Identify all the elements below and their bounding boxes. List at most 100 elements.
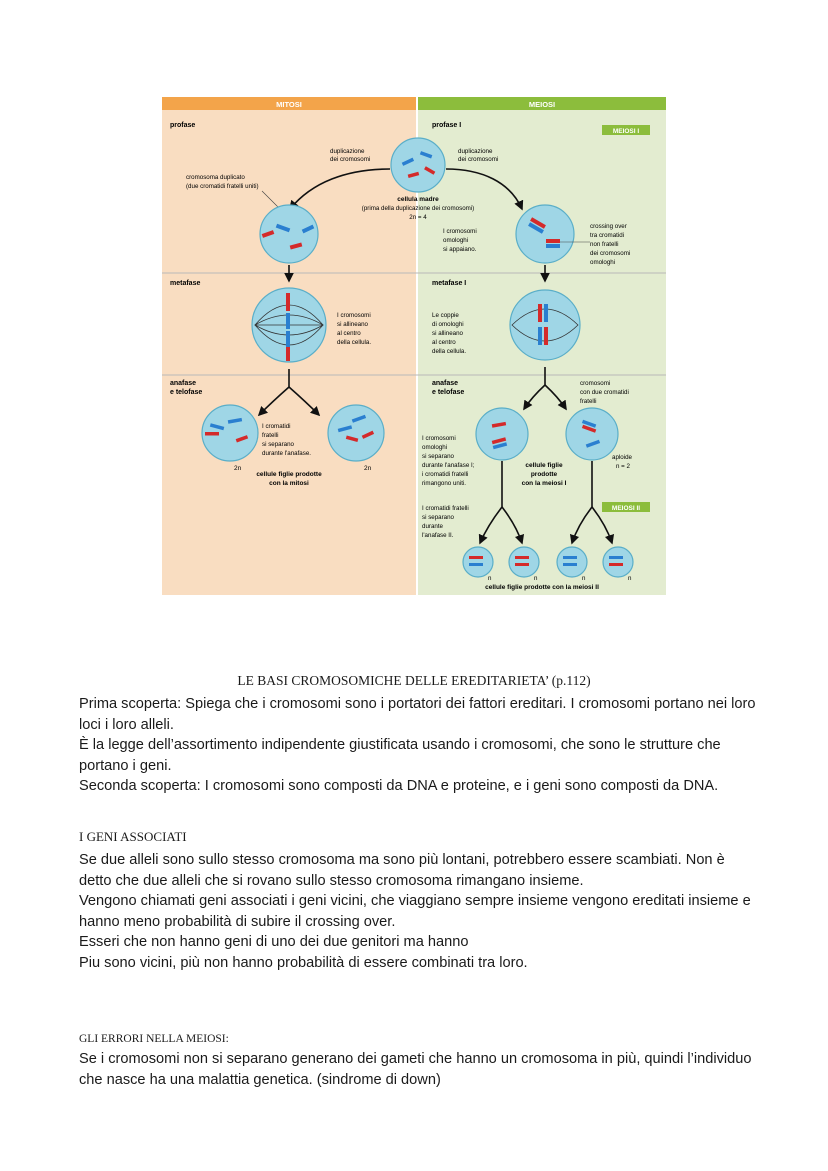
label: della cellula.: [337, 339, 371, 346]
chromosome: [205, 432, 219, 436]
chromosome: [546, 239, 560, 243]
chromosome: [401, 157, 415, 166]
label: omologhi: [590, 259, 615, 266]
arrow: [257, 369, 290, 417]
label: n = 2: [616, 463, 630, 470]
daughter-cell: [201, 404, 259, 462]
ploidy-label: n: [628, 575, 632, 582]
arrow: [591, 506, 615, 545]
label: al centro: [432, 339, 456, 346]
phase-label: anafase: [170, 380, 196, 387]
chromosome: [286, 293, 290, 311]
label: si allineano: [337, 321, 369, 328]
label: l'anafase II.: [422, 532, 454, 539]
meiosi-header: MEIOSI: [529, 100, 555, 109]
cell: [259, 204, 319, 264]
arrow: [288, 386, 321, 417]
label: dei cromosomi: [330, 156, 370, 163]
label: si appaiano.: [443, 246, 477, 253]
phase-label: anafase: [432, 380, 458, 387]
caption: prodotte: [531, 471, 558, 478]
meiosi2-badge: [602, 502, 650, 512]
chromosome: [563, 556, 577, 559]
arrow: [288, 168, 391, 211]
paragraph: Vengono chiamati geni associati i geni v…: [79, 893, 751, 930]
label: i cromatidi fratelli: [422, 471, 468, 478]
phase-label: metafase: [170, 280, 200, 287]
label: I cromosomi: [422, 435, 456, 442]
chromosome: [546, 244, 560, 248]
caption: con la mitosi: [269, 480, 309, 487]
chromosome: [289, 242, 303, 250]
caption: cellule figlie prodotte: [256, 471, 322, 478]
chromosome: [544, 327, 548, 345]
mother-cell-note: (prima della duplicazione dei cromosomi): [362, 205, 474, 212]
label: di omologhi: [432, 321, 464, 328]
caption: cellule figlie: [525, 462, 563, 469]
chromosome: [492, 442, 508, 450]
chromosome: [351, 414, 367, 423]
paragraph: Prima scoperta: Spiega che i cromosomi s…: [79, 696, 756, 733]
chromosome: [469, 563, 483, 566]
ploidy-label: n: [488, 575, 492, 582]
label: rimangono uniti.: [422, 480, 466, 487]
mother-cell-label: cellula madre: [397, 196, 439, 203]
meiosi1-badge: [602, 125, 650, 135]
label: al centro: [337, 330, 361, 337]
label: non fratelli: [590, 241, 619, 248]
label: durante: [422, 523, 444, 530]
paragraph: È la legge dell’assortimento indipendent…: [79, 737, 721, 774]
chromosome: [538, 304, 542, 322]
paragraph: Se i cromosomi non si separano generano …: [79, 1051, 752, 1088]
cell: [515, 204, 575, 264]
label: crossing over: [590, 223, 627, 230]
label: (due cromatidi fratelli uniti): [186, 183, 259, 190]
daughter-cell: [565, 407, 619, 461]
label: con due cromatidi: [580, 389, 629, 396]
chromosome: [609, 556, 623, 559]
chromosome: [424, 166, 436, 175]
label: fratelli: [262, 432, 279, 439]
phase-label: metafase I: [432, 280, 466, 287]
section-heading-geni-associati: I GENI ASSOCIATI: [79, 829, 187, 844]
ploidy-label: n: [582, 575, 586, 582]
arrow: [445, 168, 524, 211]
chromosome: [528, 222, 544, 234]
chromosome: [361, 430, 375, 439]
chromosome: [538, 327, 542, 345]
label: I cromosomi: [443, 228, 477, 235]
chromosome: [235, 435, 249, 443]
label: cromosomi: [580, 380, 610, 387]
label: si separano: [262, 441, 295, 448]
chromosome: [515, 563, 529, 566]
chromosome: [275, 223, 291, 233]
label: si allineano: [432, 330, 464, 337]
cell: [509, 289, 581, 361]
label: cromosoma duplicato: [186, 174, 245, 181]
gamete-cell: [508, 546, 540, 578]
chromosome: [419, 151, 433, 159]
mitosis-meiosis-figure: MITOSI MEIOSI profase metafase anafase e…: [162, 97, 666, 595]
label: fratelli: [580, 398, 597, 405]
label: dei cromosomi: [458, 156, 498, 163]
gamete-cell: [602, 546, 634, 578]
label: duplicazione: [330, 148, 365, 155]
label: Le coppie: [432, 312, 459, 319]
mitosi-header: MITOSI: [276, 100, 302, 109]
paragraph: Esseri che non hanno geni di uno dei due…: [79, 934, 469, 950]
chromosome: [491, 421, 507, 428]
chromosome: [609, 563, 623, 566]
label: durante l'anafase.: [262, 450, 311, 457]
chromosome: [209, 423, 225, 431]
phase-label: e telofase: [432, 389, 464, 396]
label: tra cromatidi: [590, 232, 624, 239]
meiosi1-badge-label: MEIOSI I: [613, 128, 640, 135]
section-heading-errori-meiosi: GLI ERRORI NELLA MEIOSI:: [79, 1033, 229, 1045]
chromosome: [563, 563, 577, 566]
paragraph: Seconda scoperta: I cromosomi sono compo…: [79, 778, 719, 794]
label: durante l'anafase I;: [422, 462, 475, 469]
page-title: LE BASI CROMOSOMICHE DELLE EREDITARIETA’…: [237, 673, 591, 688]
label: duplicazione: [458, 148, 493, 155]
chromosome: [286, 347, 290, 361]
ploidy-label: 2n: [234, 465, 242, 472]
